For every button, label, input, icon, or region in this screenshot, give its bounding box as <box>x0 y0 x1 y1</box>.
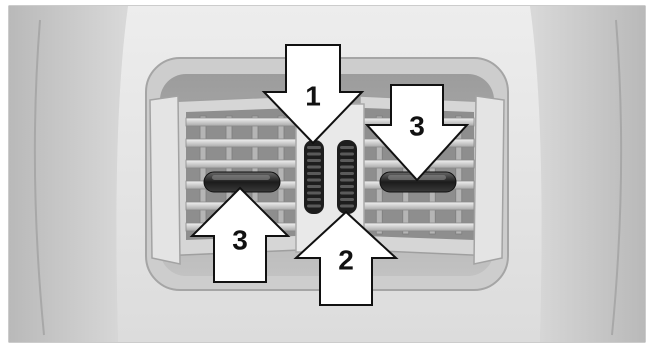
callout-label-1: 1 <box>305 80 321 111</box>
left-seat <box>9 6 128 342</box>
callout-label-2: 2 <box>338 244 354 275</box>
callout-arrow-1: 1 <box>261 44 365 145</box>
callout-arrow-3-left: 3 <box>189 186 291 283</box>
right-seat <box>530 6 645 342</box>
callout-arrow-3-right: 3 <box>364 84 470 182</box>
callout-label-3-left: 3 <box>232 224 248 255</box>
thumbwheel-right[interactable] <box>337 140 357 214</box>
thumbwheel-left[interactable] <box>304 140 324 214</box>
callout-arrow-2: 2 <box>293 210 399 306</box>
callout-label-3-right: 3 <box>409 110 425 141</box>
left-vent-knob[interactable] <box>203 171 281 193</box>
